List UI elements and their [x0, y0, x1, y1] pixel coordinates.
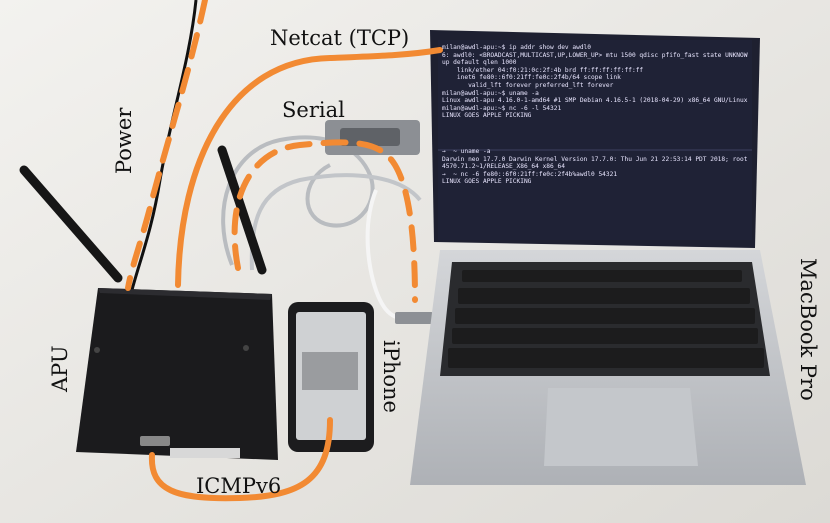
terminal-line: 4570.71.2~1/RELEASE_X86_64 x86_64 [442, 163, 565, 171]
keyboard-keys [448, 270, 764, 368]
apu-box [76, 288, 278, 460]
label-icmp: ICMPv6 [196, 474, 282, 498]
antenna-right [217, 145, 267, 275]
terminal-line: inet6 fe80::6f0:21ff:fe0c:2f4b/64 scope … [442, 74, 621, 82]
terminal-line: LINUX GOES APPLE PICKING [442, 178, 532, 186]
serial-cable-2 [249, 173, 422, 271]
terminal-line: milan@awdl-apu:~$ ip addr show dev awdl0 [442, 44, 592, 51]
terminal-line: → ~ nc -6 fe80::6f0:21ff:fe0c:2f4b%awdl0… [442, 170, 618, 178]
terminal-line: → ~ uname -a [442, 148, 491, 155]
connection-lines [125, 0, 443, 502]
label-apu: APU [48, 345, 72, 392]
terminal-window: milan@awdl-apu:~$ ip addr show dev awdl0… [442, 44, 748, 240]
label-iphone: iPhone [379, 340, 403, 413]
label-power: Power [112, 107, 136, 174]
terminal-line: Darwin neo 17.7.0 Darwin Kernel Version … [442, 155, 748, 163]
power-line [125, 0, 208, 291]
macbook-trackpad [544, 388, 698, 466]
netcat-line [175, 47, 443, 288]
icmp-line [148, 417, 333, 502]
usb-connector [395, 312, 433, 324]
terminal-line: milan@awdl-apu:~$ nc -6 -l 54321 [442, 104, 562, 112]
terminal-line: up default qlen 1000 [442, 59, 517, 67]
serial-line [231, 139, 418, 303]
terminal-line: Linux awdl-apu 4.16.0-1-amd64 #1 SMP Deb… [442, 97, 748, 105]
label-macbook: MacBook Pro [796, 258, 820, 401]
terminal-line: link/ether 04:f0:21:0c:2f:4b brd ff:ff:f… [442, 66, 644, 74]
label-netcat: Netcat (TCP) [270, 26, 410, 50]
terminal-line: 6: awdl0: <BROADCAST,MULTICAST,UP,LOWER_… [442, 51, 748, 59]
terminal-line: LINUX GOES APPLE PICKING [442, 112, 532, 120]
terminal-line: valid_lft forever preferred_lft forever [442, 81, 614, 89]
terminal-line: milan@awdl-apu:~$ uname -a [442, 89, 539, 97]
antenna-left [19, 165, 123, 283]
label-serial: Serial [282, 98, 345, 122]
terminal-pane-apu: milan@awdl-apu:~$ ip addr show dev awdl0… [442, 44, 748, 120]
